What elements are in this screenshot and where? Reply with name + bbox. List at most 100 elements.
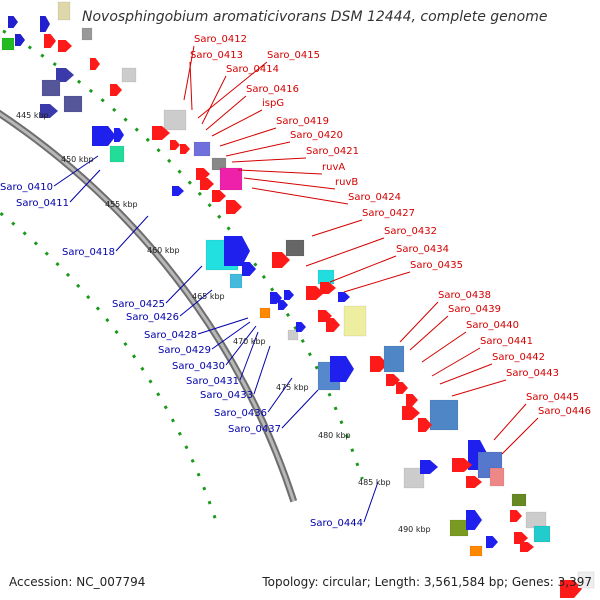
gene-block [429,399,459,431]
gene-arrow [560,580,582,598]
reverse-gene-label: Saro_0433 [200,390,253,401]
gene-block [577,571,595,589]
kbp-tick-label: 460 kbp [147,246,180,255]
kbp-tick-label: 480 kbp [318,431,351,440]
forward-gene-label: Saro_0442 [492,352,545,363]
forward-leader-line [305,237,385,267]
gene-arrow [406,394,418,406]
forward-leader-line [251,187,349,205]
gene-arrow [58,40,72,52]
forward-gene-label: Saro_0415 [267,50,320,61]
gene-arrow [8,16,18,28]
reverse-gene-label: Saro_0429 [158,345,211,356]
accession-text: Accession: NC_007794 [9,575,146,589]
gene-arrow [296,322,306,332]
gene-block [285,239,305,257]
forward-gene-label: Saro_0419 [276,116,329,127]
gene-arrow [284,290,294,300]
gene-block [489,467,505,487]
reverse-leader-line [239,331,259,381]
forward-gene-label: Saro_0424 [348,192,401,203]
gene-arrow [40,16,50,32]
forward-leader-line [205,95,247,131]
gene-arrow [90,58,100,70]
gene-arrow [306,286,324,300]
gene-arrow [224,236,250,266]
forward-gene-label: Saro_0446 [538,406,591,417]
forward-gene-label: Saro_0413 [190,50,243,61]
forward-gene-label: Saro_0438 [438,290,491,301]
forward-leader-line [237,169,323,175]
reverse-leader-line [165,265,203,304]
reverse-leader-line [179,289,213,317]
reverse-gene-label: Saro_0426 [126,312,179,323]
reverse-gene-label: Saro_0425 [112,299,165,310]
forward-gene-label: ispG [262,98,284,109]
gene-arrow [114,128,124,142]
forward-leader-line [343,271,411,293]
gene-arrow [402,406,420,420]
forward-leader-line [231,157,307,163]
gene-arrow [510,510,522,522]
forward-gene-label: Saro_0443 [506,368,559,379]
gene-arrow [486,536,498,548]
gene-block [41,79,61,97]
forward-leader-line [409,315,449,351]
reverse-gene-label: Saro_0437 [228,424,281,435]
forward-gene-label: Saro_0432 [384,226,437,237]
gene-block [109,145,125,163]
label-leaders [53,45,539,523]
gene-arrow [370,356,388,372]
forward-leader-line [439,363,493,385]
gene-arrow [15,34,25,46]
forward-gene-label: Saro_0414 [226,64,279,75]
forward-gene-label: Saro_0427 [362,208,415,219]
gene-block [533,525,551,543]
backbone-arc-inner [0,112,296,502]
forward-gene-label: ruvA [322,162,345,173]
gene-arrow [326,318,340,332]
gene-block [259,307,271,319]
outer-tick-ring [0,27,364,480]
forward-gene-label: Saro_0439 [448,304,501,315]
gene-block [403,467,425,489]
forward-gene-label: Saro_0445 [526,392,579,403]
forward-gene-label: Saro_0441 [480,336,533,347]
gene-block [229,273,243,289]
gene-block [163,109,187,131]
gene-block [511,493,527,507]
gene-arrow [418,418,432,432]
gene-arrow [466,510,482,530]
forward-gene-label: Saro_0420 [290,130,343,141]
reverse-gene-label: Saro_0411 [16,198,69,209]
gene-arrow [196,168,210,180]
forward-leader-line [431,347,481,377]
forward-gene-label: Saro_0435 [410,260,463,271]
reverse-leader-line [211,321,251,350]
gene-arrow [278,300,288,310]
reverse-leader-line [115,215,149,252]
gene-block [525,511,547,529]
gene-arrow [272,252,290,268]
forward-gene-label: Saro_0416 [246,84,299,95]
forward-leader-line [183,45,195,101]
reverse-gene-label: Saro_0410 [0,182,53,193]
reverse-leader-line [197,317,249,335]
forward-gene-label: Saro_0434 [396,244,449,255]
reverse-gene-label: Saro_0430 [172,361,225,372]
reverse-gene-label: Saro_0431 [186,376,239,387]
forward-leader-line [421,331,467,363]
gene-arrow [226,200,242,214]
gene-arrow [420,460,438,474]
gene-block [121,67,137,83]
reverse-gene-label: Saro_0436 [214,408,267,419]
gene-block [287,329,299,341]
gene-block [63,95,83,113]
forward-gene-label: ruvB [335,177,358,188]
gene-block [343,305,367,337]
forward-gene-label: Saro_0440 [466,320,519,331]
gene-arrow [212,190,226,202]
